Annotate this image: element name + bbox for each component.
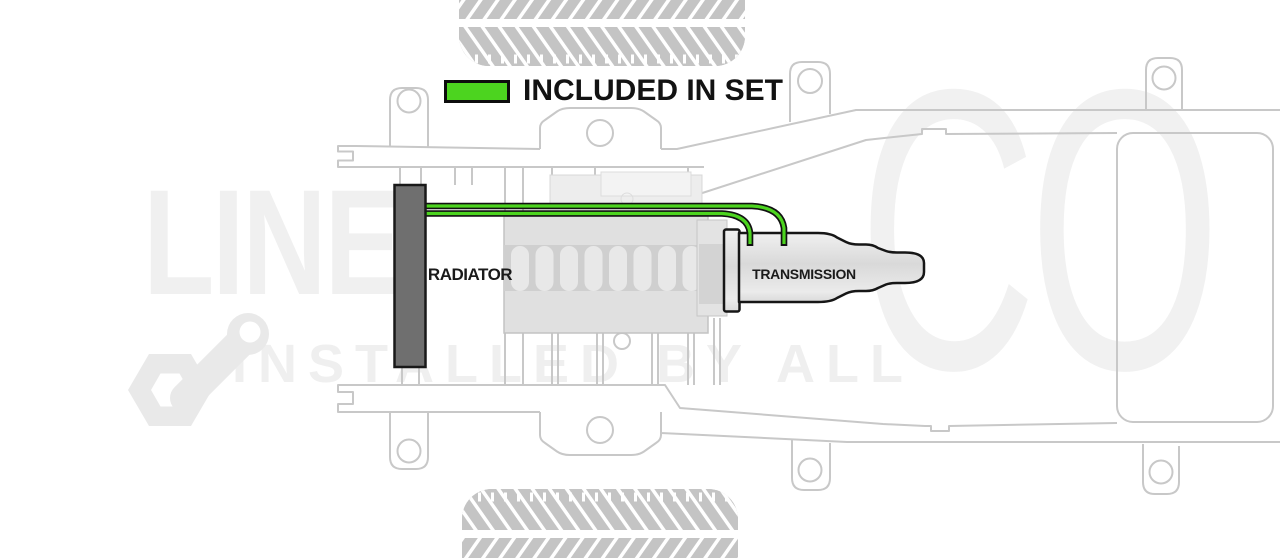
transmission-label: TRANSMISSION [752,266,856,282]
legend-swatch-icon [444,79,510,103]
radiator-shape [393,183,427,369]
wrench-icon [128,313,269,426]
watermark-brand-left: LINE [143,158,402,326]
watermark-brand-right: CO [858,6,1221,453]
engine-block [503,171,728,334]
cooler-line-upper [423,204,786,244]
transmission-shape [722,228,926,313]
legend: INCLUDED IN SET [444,74,783,108]
radiator-label: RADIATOR [427,265,513,284]
cooler-line-lower [423,211,752,244]
chassis-frame-outline [337,57,1280,495]
bottom-tire [462,489,738,558]
watermark-tagline: INSTALLED BY ALL [232,334,914,394]
engine-cylinders [511,246,701,291]
top-tire [459,0,745,66]
transmission-cooler-lines [423,202,788,246]
legend-label: INCLUDED IN SET [523,74,784,107]
